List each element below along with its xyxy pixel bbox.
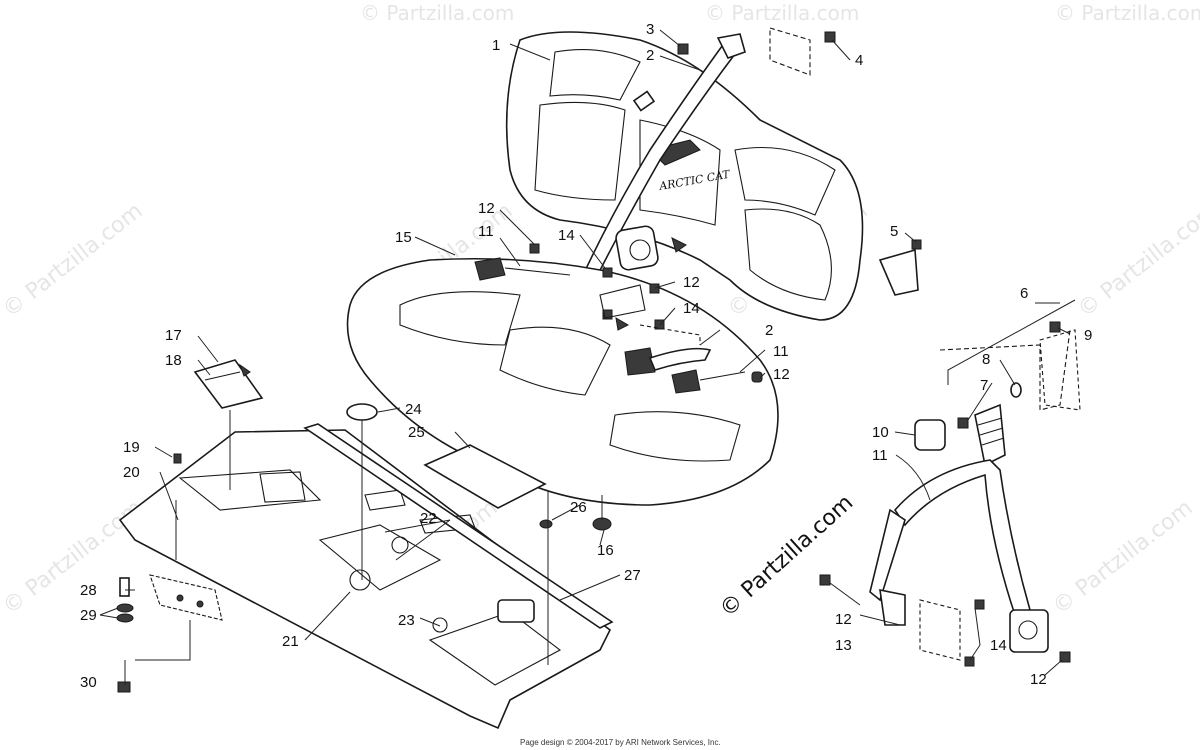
upper-retractor xyxy=(615,225,687,271)
callout-18: 18 xyxy=(165,352,182,369)
callout-17: 17 xyxy=(165,327,182,344)
watermark-text: © Partzilla.com xyxy=(1048,496,1197,620)
callout-28: 28 xyxy=(80,582,97,599)
callout-14-repeat: 14 xyxy=(558,227,575,244)
callout-19: 19 xyxy=(123,439,140,456)
center-bracket xyxy=(599,284,701,345)
callout-12: 12 xyxy=(835,611,852,628)
callout-22: 22 xyxy=(420,510,437,527)
callout-11-repeat: 11 xyxy=(478,223,494,240)
callout-4: 4 xyxy=(855,52,863,69)
callout-11: 11 xyxy=(872,447,888,464)
screw-19 xyxy=(173,453,182,464)
callout-7: 7 xyxy=(980,377,988,394)
belt-buckles xyxy=(474,243,763,394)
callout-21: 21 xyxy=(282,633,299,650)
callout-5: 5 xyxy=(890,223,898,240)
grommets xyxy=(539,517,612,531)
access-panel xyxy=(423,444,547,509)
callout-8: 8 xyxy=(982,351,990,368)
callout-9: 9 xyxy=(1084,327,1092,344)
callout-25: 25 xyxy=(408,424,425,441)
watermark-text: © Partzilla.com xyxy=(0,496,147,620)
callout-2-repeat: 2 xyxy=(765,322,773,339)
floor-strip xyxy=(303,423,614,629)
copyright-text: © Partzilla.com xyxy=(715,490,858,622)
callout-3: 3 xyxy=(646,21,654,38)
callout-30: 30 xyxy=(80,674,97,691)
callouts: 1 2 3 4 5 6 7 8 9 10 11 12 13 14 15 16 1… xyxy=(80,21,1092,691)
watermark-text: © Partzilla.com xyxy=(705,1,859,25)
callout-23: 23 xyxy=(398,612,415,629)
callout-11-repeat: 11 xyxy=(773,343,789,360)
callout-20: 20 xyxy=(123,464,140,481)
callout-16: 16 xyxy=(597,542,614,559)
watermark-text: © Partzilla.com xyxy=(1055,1,1200,25)
disc-24 xyxy=(346,403,378,421)
floor-pan xyxy=(118,429,612,730)
seat-bottom xyxy=(346,257,779,506)
callout-15: 15 xyxy=(395,229,412,246)
callout-6: 6 xyxy=(1020,285,1028,302)
watermark-text: © Partzilla.com xyxy=(1073,199,1200,323)
callout-13: 13 xyxy=(835,637,852,654)
callout-12-repeat: 12 xyxy=(478,200,495,217)
callout-14: 14 xyxy=(990,637,1007,654)
callout-2: 2 xyxy=(646,47,654,64)
bracket-4 xyxy=(677,27,836,76)
callout-12-repeat: 12 xyxy=(773,366,790,383)
callout-1: 1 xyxy=(492,37,500,54)
callout-26: 26 xyxy=(570,499,587,516)
callout-27: 27 xyxy=(624,567,641,584)
clip-17-18 xyxy=(193,359,264,409)
callout-14-repeat: 14 xyxy=(683,300,700,317)
watermark-text: © Partzilla.com xyxy=(0,199,147,323)
callout-10: 10 xyxy=(872,424,889,441)
callout-24: 24 xyxy=(405,401,422,418)
footer-credit: Page design © 2004-2017 by ARI Network S… xyxy=(520,738,721,747)
side-seat-belt xyxy=(819,321,1081,667)
callout-29: 29 xyxy=(80,607,97,624)
bracket-5 xyxy=(878,239,922,296)
callout-12-repeat: 12 xyxy=(1030,671,1047,688)
watermark-text: © Partzilla.com xyxy=(360,1,514,25)
fasteners-28-30 xyxy=(116,574,223,693)
leader-lines xyxy=(99,29,1076,685)
callout-12-repeat: 12 xyxy=(683,274,700,291)
